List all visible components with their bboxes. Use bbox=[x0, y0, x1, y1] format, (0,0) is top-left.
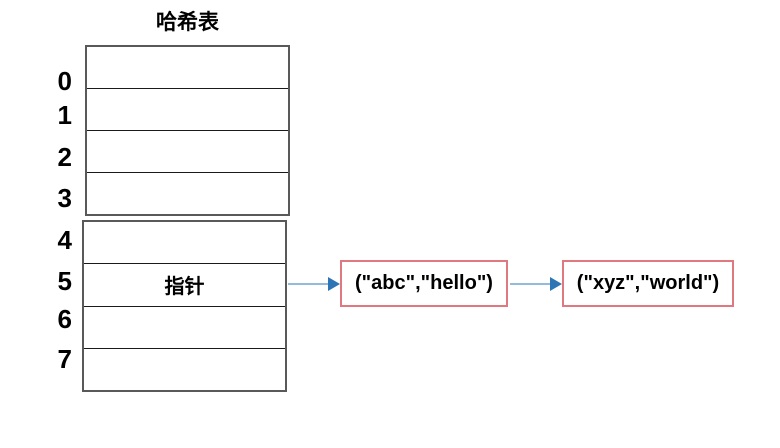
row-index-label-0: 0 bbox=[57, 66, 72, 96]
hash-table-cell-3 bbox=[87, 173, 288, 214]
row-index-label-3: 3 bbox=[57, 183, 72, 213]
linked-list-node-1: ("abc","hello") bbox=[340, 260, 508, 307]
row-index-label-5: 5 bbox=[57, 266, 72, 296]
hash-table-cell-7 bbox=[84, 349, 285, 390]
pointer-cell: 指针 bbox=[84, 264, 285, 307]
hash-table-cell-0 bbox=[87, 47, 288, 89]
hash-table-cell-6 bbox=[84, 307, 285, 349]
row-index-label-6: 6 bbox=[57, 304, 72, 334]
pointer-arrow-icon-1 bbox=[288, 277, 340, 291]
linked-list-node-2: ("xyz","world") bbox=[562, 260, 734, 307]
row-index-label-2: 2 bbox=[57, 142, 72, 172]
arrow-head-icon bbox=[328, 277, 340, 291]
pointer-arrow-icon-2 bbox=[510, 277, 562, 291]
hash-table-cell-2 bbox=[87, 131, 288, 173]
arrow-head-icon bbox=[550, 277, 562, 291]
hash-table-cell-1 bbox=[87, 89, 288, 131]
row-index-label-1: 1 bbox=[57, 100, 72, 130]
hash-table-top-section bbox=[85, 45, 290, 216]
arrow-shaft bbox=[288, 282, 328, 286]
hash-table-cell-4 bbox=[84, 222, 285, 265]
row-index-label-4: 4 bbox=[57, 225, 72, 255]
arrow-shaft bbox=[510, 282, 550, 286]
diagram-title: 哈希表 bbox=[156, 11, 219, 34]
hash-table-bottom-section: 指针 bbox=[82, 220, 287, 392]
row-index-label-7: 7 bbox=[57, 344, 72, 374]
